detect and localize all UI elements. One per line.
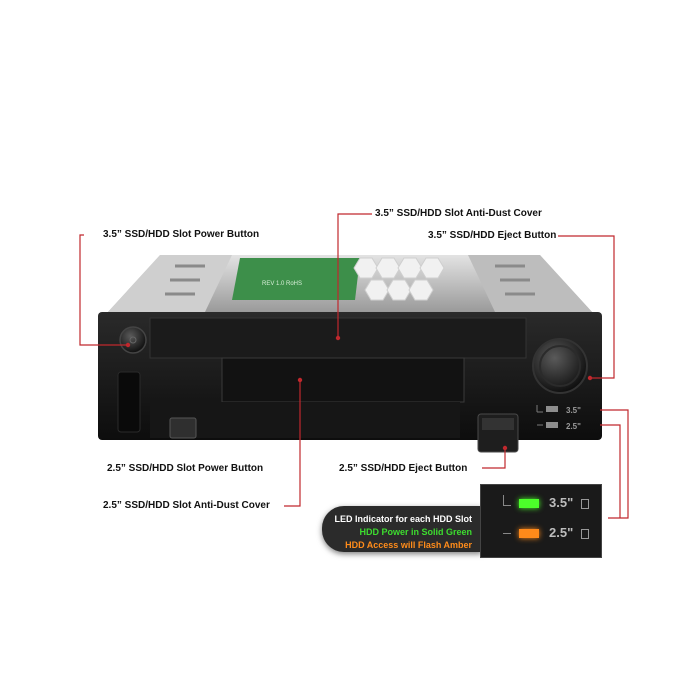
- green-led: [519, 499, 539, 508]
- circuit-board: REV 1.0 RoHS: [232, 258, 360, 300]
- led-legend-access: HDD Access will Flash Amber: [345, 540, 472, 550]
- power-button-35[interactable]: [119, 326, 147, 354]
- callout-35-power-button: 3.5” SSD/HDD Slot Power Button: [103, 229, 260, 240]
- callout-35-anti-dust-cover: 3.5” SSD/HDD Slot Anti-Dust Cover: [375, 208, 542, 219]
- power-button-25[interactable]: [169, 417, 197, 439]
- board-silkscreen: REV 1.0 RoHS: [262, 281, 302, 287]
- drive-icon: [581, 499, 589, 509]
- led-legend: LED Indicator for each HDD Slot HDD Powe…: [322, 506, 482, 552]
- eject-knob-35[interactable]: [532, 338, 588, 394]
- front-bezel: [98, 312, 602, 440]
- eject-button-25[interactable]: [477, 413, 519, 453]
- amber-led: [519, 529, 539, 538]
- drive-icon: [581, 529, 589, 539]
- callout-25-power-button: 2.5” SSD/HDD Slot Power Button: [107, 463, 264, 474]
- led-zoom-view: 3.5" 2.5": [480, 484, 602, 558]
- led-legend-power: HDD Power in Solid Green: [359, 527, 472, 537]
- zoom-label-25: 2.5": [549, 525, 574, 540]
- zoom-label-35: 3.5": [549, 495, 574, 510]
- bezel-led-label-25: 2.5": [566, 422, 581, 431]
- bezel-led-label-35: 3.5": [566, 406, 581, 415]
- bezel-led-indicators: [536, 405, 558, 428]
- led-legend-title: LED Indicator for each HDD Slot: [334, 514, 472, 524]
- led-indicator-panel: LED Indicator for each HDD Slot HDD Powe…: [322, 484, 602, 558]
- callout-35-eject-button: 3.5” SSD/HDD Eject Button: [428, 230, 557, 241]
- callout-25-anti-dust-cover: 2.5” SSD/HDD Slot Anti-Dust Cover: [103, 500, 270, 511]
- callout-25-eject-button: 2.5” SSD/HDD Eject Button: [339, 463, 468, 474]
- hex-vent-grill: [353, 257, 445, 301]
- callout-lines: [79, 213, 629, 519]
